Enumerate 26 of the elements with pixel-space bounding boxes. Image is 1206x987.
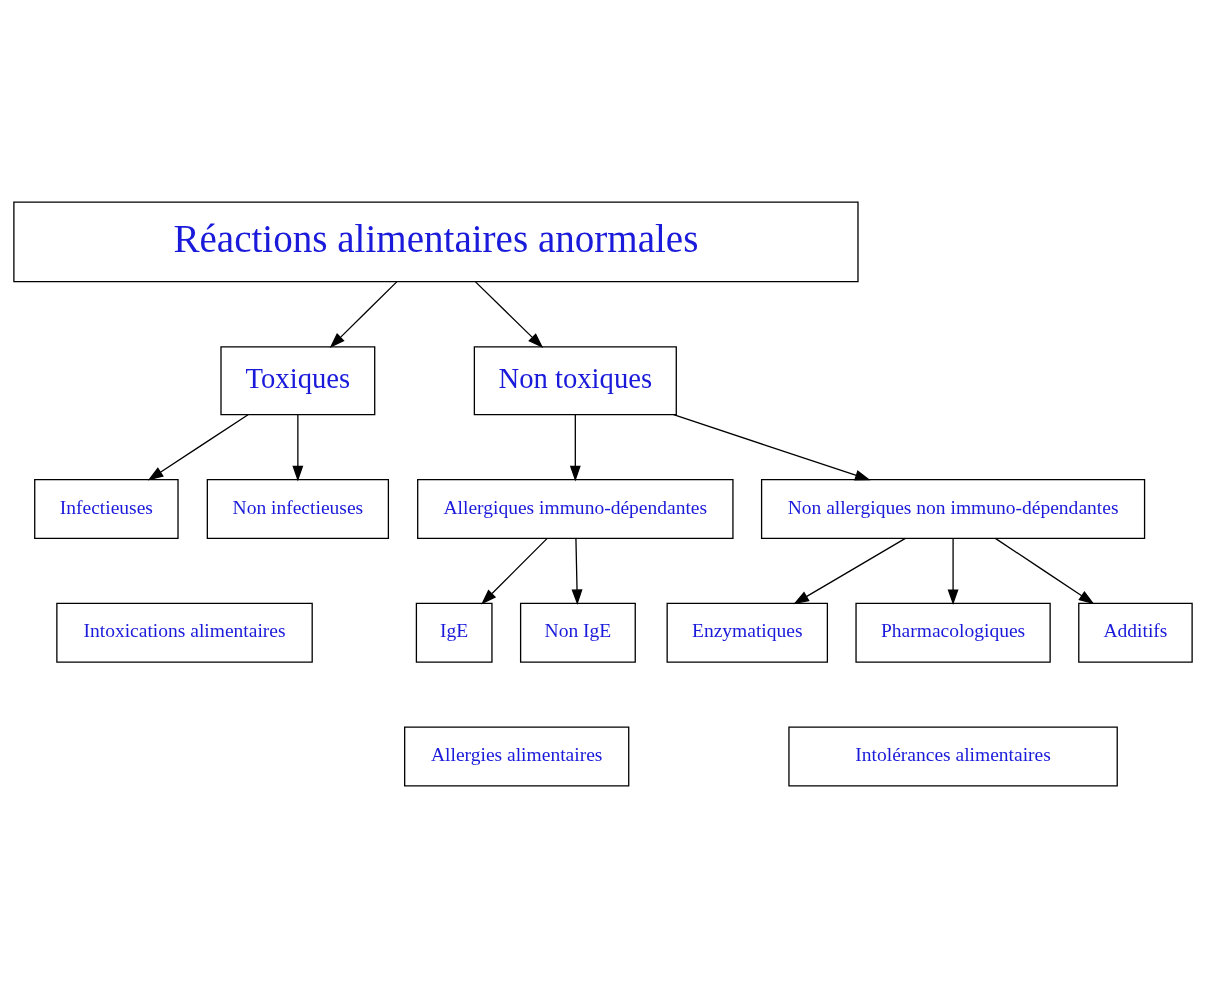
node-box: Non toxiques [473,345,677,415]
node-box: Pharmacologiques [855,602,1051,663]
arrow [571,537,583,605]
node-box: IgE [415,602,493,663]
arrow [474,280,544,348]
arrow [793,537,906,604]
node-box: Allergies alimentaires [404,726,630,786]
node-box: Non IgE [519,602,636,663]
arrow [994,537,1095,604]
node-box: Additifs [1078,602,1193,663]
node-box: Infectieuses [34,478,179,539]
arrow [481,537,548,604]
node-box: Réactions alimentaires anormales [13,201,859,282]
node-box: Intoxications alimentaires [56,602,313,663]
node-box: Allergiques immuno-dépendantes [417,478,734,539]
arrow [672,413,871,480]
node-box: Enzymatiques [666,602,829,663]
node-box: Non infectieuses [206,478,390,539]
arrow [147,413,249,480]
arrow [329,280,398,348]
arrow [569,413,581,481]
arrow [947,537,959,605]
node-box: Toxiques [220,345,376,415]
arrow [292,413,304,481]
node-box: Intolérances alimentaires [788,726,1118,786]
node-box: Non allergiques non immuno-dépendantes [760,478,1146,539]
